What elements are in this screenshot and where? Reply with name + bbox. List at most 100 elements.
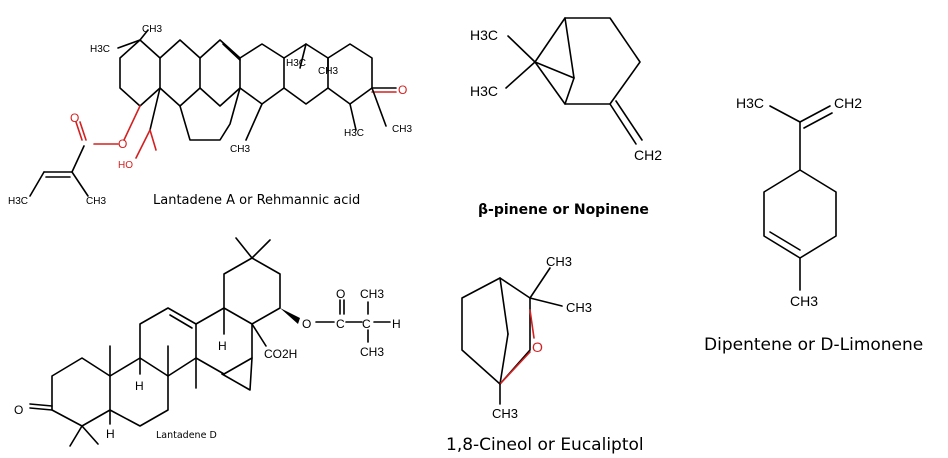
beta-pinene-structure: H3C H3C CH2 β-pinene or Nopinene — [470, 17, 662, 218]
cineol-ether — [529, 309, 535, 339]
lantadene-a-methyl-bond — [139, 29, 149, 41]
pinene-methyl — [505, 61, 536, 89]
atom-label: O — [398, 83, 407, 97]
atom-label: CH3 — [546, 254, 572, 269]
cineol-bridge — [499, 277, 509, 335]
lantadene-a-caption: Lantadene A or Rehmannic acid — [153, 193, 360, 208]
limonene-isopropenyl — [769, 105, 801, 123]
atom-label: CH3 — [142, 24, 162, 35]
pinene-methyl — [507, 35, 536, 63]
pinene-ring — [534, 17, 641, 105]
limonene-ring-double — [769, 231, 801, 251]
lantadene-d-ring-e — [223, 257, 281, 325]
lantadene-a-ester-co — [75, 121, 83, 141]
cineol-ring — [461, 277, 531, 385]
lantadene-a-acid-co — [149, 129, 157, 151]
atom-label: CH3 — [360, 345, 384, 359]
lantadene-a-chain — [71, 171, 89, 197]
atom-label: CH3 — [392, 124, 412, 135]
atom-label: CH3 — [230, 144, 250, 155]
lantadene-d-ring-d — [195, 307, 253, 375]
atom-label: CH3 — [360, 287, 384, 301]
atom-label: CH3 — [492, 406, 518, 421]
lantadene-d-ring-b — [109, 357, 169, 427]
lantadene-a-lower-ring — [179, 87, 241, 141]
atom-label: CH3 — [790, 293, 818, 309]
limonene-structure: H3C CH2 CH3 Dipentene or D-Limonene — [704, 95, 923, 355]
lantadene-d-structure: O H H H CO2H O C C O CH3 CH3 H Lantadene… — [14, 237, 401, 447]
lantadene-a-ester-o — [123, 105, 141, 141]
atom-label: H — [392, 317, 401, 331]
lantadene-d-ring-c — [139, 307, 197, 377]
atom-label: H — [106, 427, 115, 441]
pinene-bridge — [564, 77, 575, 105]
lantadene-a-methyl-bond — [117, 39, 141, 49]
lantadene-a-methyl-bond — [349, 103, 357, 131]
lantadene-d-ketone-double — [29, 403, 53, 407]
atom-label: H3C — [344, 128, 364, 139]
lantadene-d-ring-a — [51, 357, 111, 427]
lantadene-a-ring-b — [159, 39, 201, 107]
atom-label: CH2 — [634, 147, 662, 163]
lantadene-d-caption: Lantadene D — [156, 430, 217, 441]
atom-label: O — [70, 111, 79, 125]
atom-label: CH3 — [318, 66, 338, 77]
lantadene-a-chain — [71, 145, 85, 173]
atom-label: C — [336, 317, 345, 331]
cineol-methyl — [529, 267, 551, 299]
lantadene-d-ketone — [29, 407, 53, 411]
lantadene-a-ring-f — [327, 43, 373, 105]
atom-label: H3C — [736, 95, 764, 111]
lantadene-a-ring-d — [239, 43, 285, 105]
lantadene-d-methyl — [235, 237, 253, 259]
cineol-caption: 1,8-Cineol or Eucaliptol — [446, 435, 644, 455]
pinene-bridge — [564, 17, 575, 79]
lantadene-d-double-bond — [169, 314, 193, 329]
lantadene-a-chain — [29, 171, 45, 197]
lantadene-d-ring-f — [221, 357, 253, 391]
atom-label: CH3 — [566, 300, 592, 315]
atom-label: H3C — [470, 27, 498, 43]
limonene-caption: Dipentene or D-Limonene — [704, 335, 923, 355]
limonene-ring — [763, 169, 837, 259]
atom-label: H — [135, 379, 144, 393]
pinene-caption: β-pinene or Nopinene — [478, 202, 649, 218]
cineol-bridge — [499, 333, 509, 385]
atom-label: O — [14, 403, 23, 417]
atom-label: H3C — [286, 58, 306, 69]
atom-label: CH3 — [86, 196, 106, 207]
cineol-ether — [499, 351, 531, 385]
atom-label: O — [336, 287, 345, 301]
lantadene-d-acid — [251, 323, 267, 347]
atom-label: CO2H — [264, 347, 297, 361]
lantadene-a-acid-bond — [149, 87, 161, 131]
limonene-isopropenyl-double — [803, 112, 833, 129]
cineol-methyl — [529, 297, 563, 307]
lantadene-a-methyl-bond — [245, 103, 263, 141]
lantadene-a-methyl-bond — [371, 87, 387, 127]
cineol-structure: CH3 CH3 O CH3 1,8-Cineol or Eucaliptol — [446, 254, 644, 455]
atom-label: O — [302, 317, 311, 331]
lantadene-a-ring-e — [283, 43, 329, 105]
lantadene-a-ring-c — [199, 39, 241, 107]
lantadene-a-structure: H3C CH3 H3C CH3 H3C CH3 HO O O O H3C CH3… — [8, 24, 412, 208]
atom-label: C — [362, 317, 371, 331]
atom-label: H3C — [90, 44, 110, 55]
atom-label: CH2 — [834, 95, 862, 111]
lantadene-d-wedge — [280, 308, 300, 324]
lantadene-d-methyl — [251, 239, 271, 259]
lantadene-a-ester-co2 — [79, 121, 87, 141]
pinene-exo-double — [615, 100, 643, 141]
atom-label: HO — [118, 160, 133, 171]
atom-label: O — [118, 137, 127, 151]
lantadene-a-methyl-bond — [299, 43, 307, 69]
lantadene-a-double-bond — [222, 43, 241, 61]
limonene-isopropenyl — [799, 105, 831, 123]
lantadene-d-methyl — [81, 425, 99, 445]
atom-label: O — [532, 339, 543, 355]
atom-label: H3C — [470, 83, 498, 99]
lantadene-a-ring-a — [119, 39, 161, 107]
lantadene-a-acid-oh — [135, 129, 151, 159]
pinene-exo — [609, 103, 637, 145]
